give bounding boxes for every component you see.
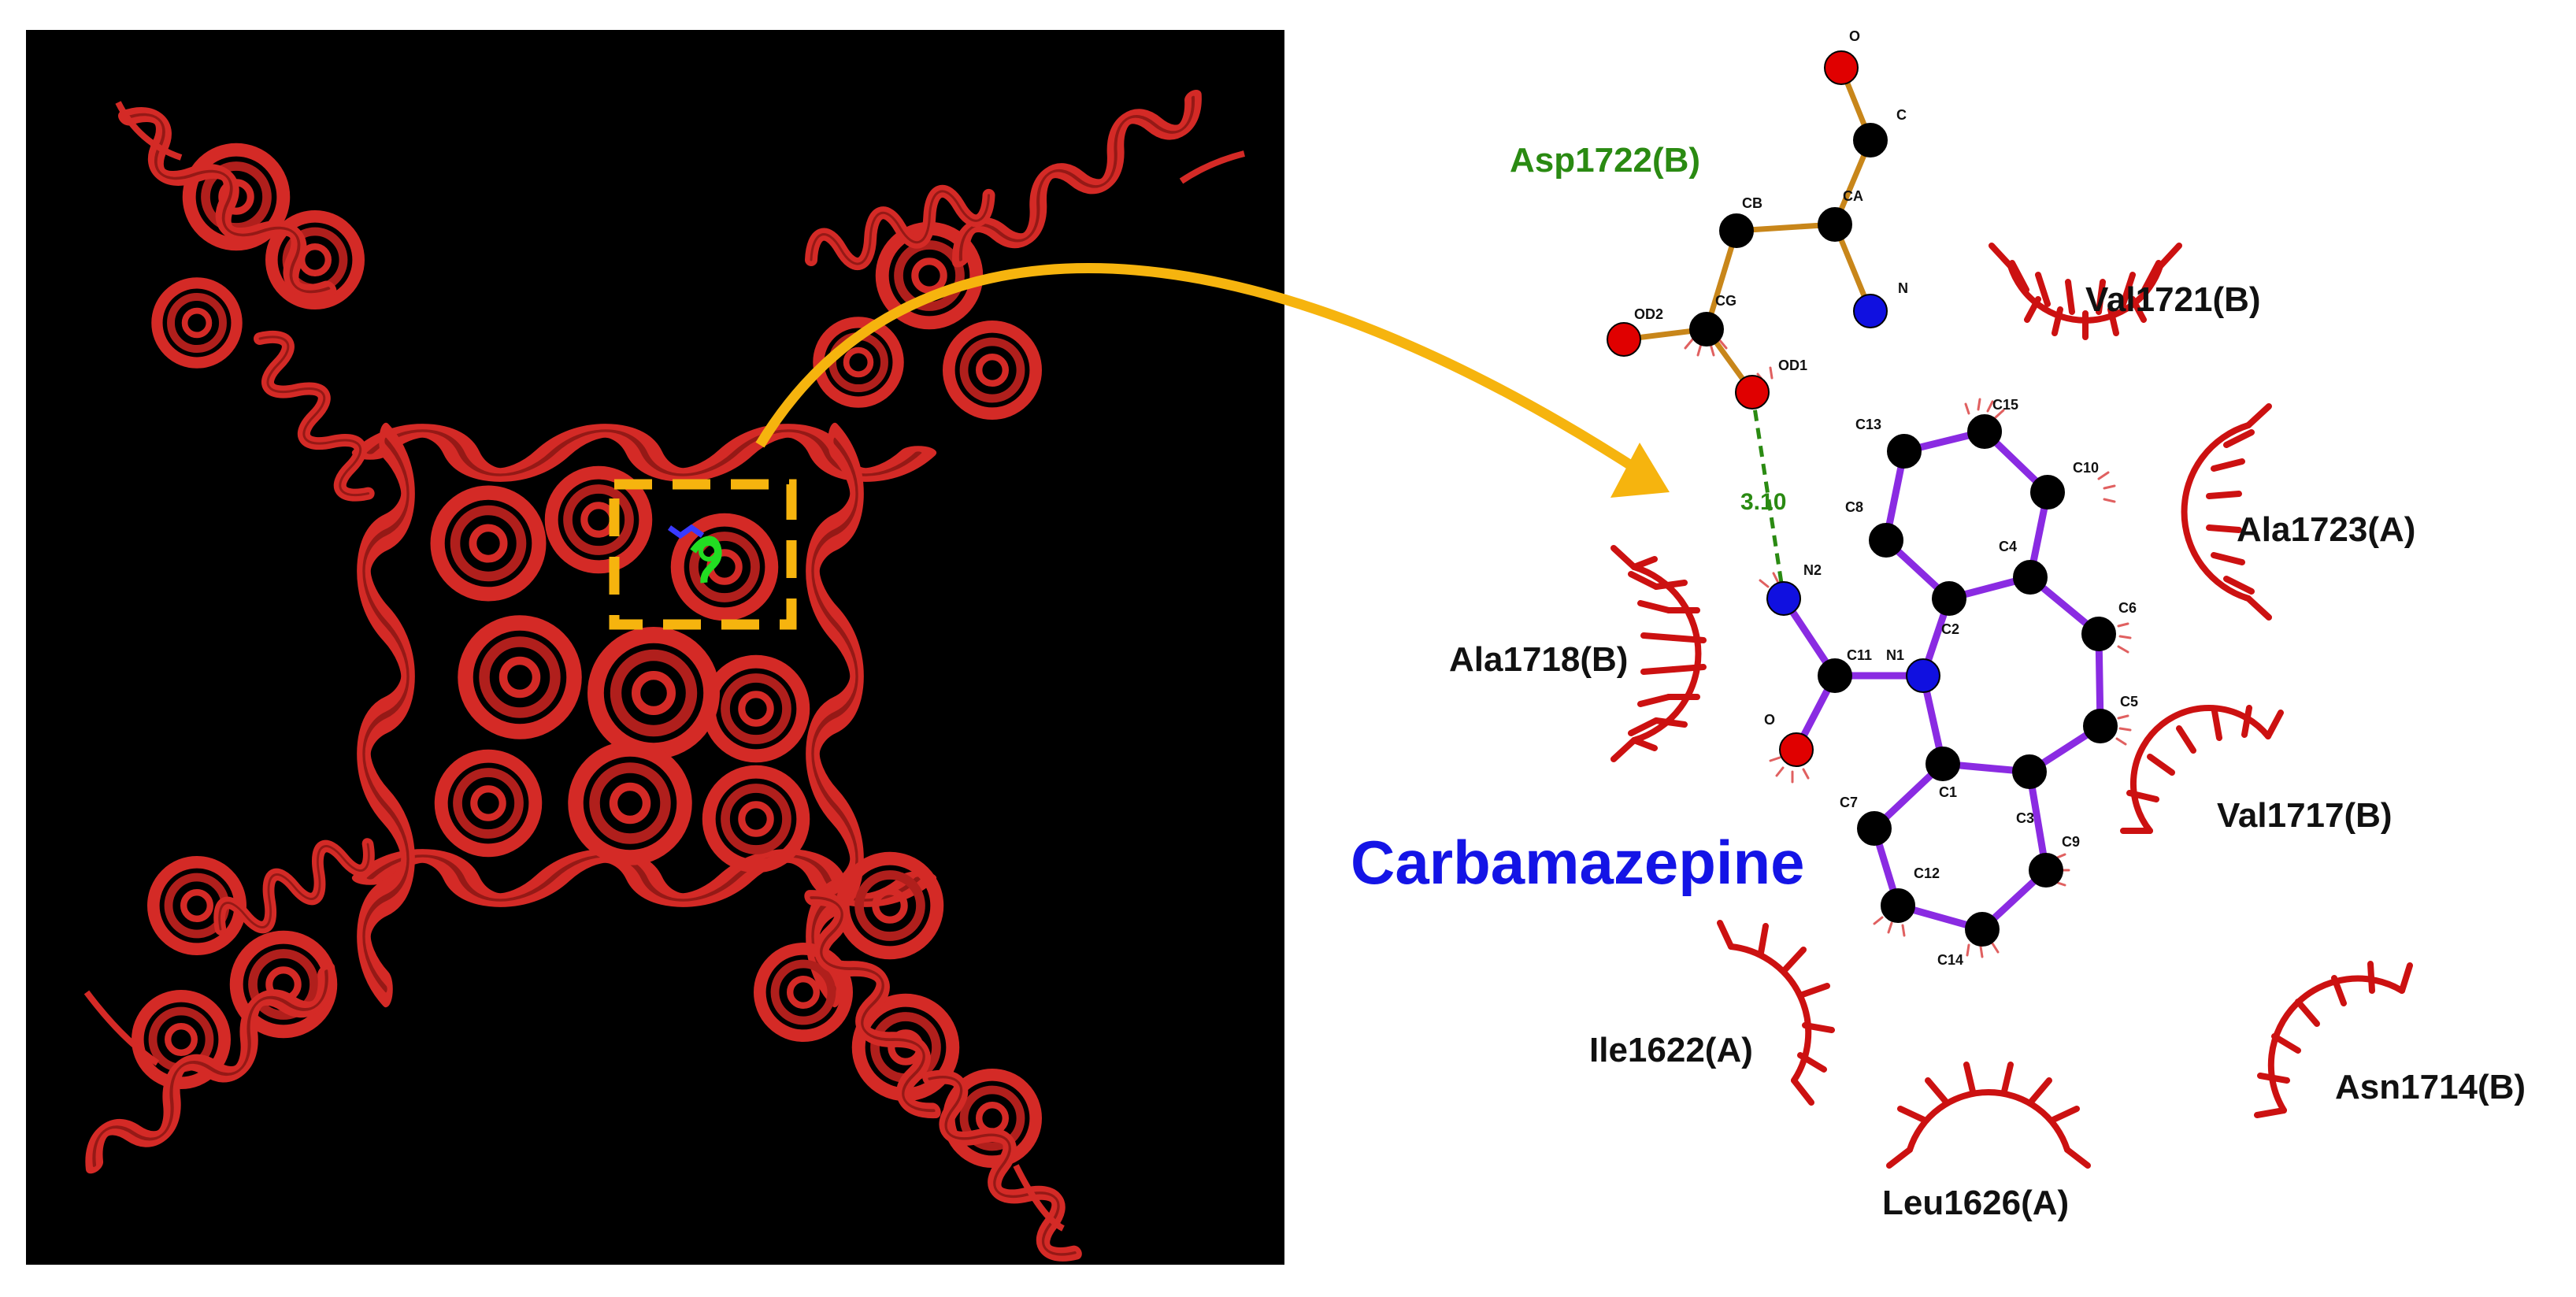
residue-label-asp1722: Asp1722(B) xyxy=(1510,141,1700,180)
atom-c15 xyxy=(1967,414,2002,449)
atom-label: C8 xyxy=(1845,499,1863,515)
atom-label: CA xyxy=(1843,188,1863,204)
atom-n2 xyxy=(1766,581,1801,616)
atom-label: C11 xyxy=(1847,647,1872,663)
atom-label: CB xyxy=(1742,195,1762,211)
atom-c14 xyxy=(1965,912,2000,947)
atom-c6 xyxy=(2081,617,2116,651)
atom-c13 xyxy=(1887,434,1922,469)
residue-label-asn1714: Asn1714(B) xyxy=(2335,1068,2526,1106)
atom-contact-marks xyxy=(1684,337,2132,958)
atom-c4 xyxy=(2013,560,2048,595)
binding-site-highlight-box xyxy=(609,479,797,630)
residue-label-val1721: Val1721(B) xyxy=(2085,280,2261,319)
atom-label: C xyxy=(1896,107,1907,123)
residue-label-val1717: Val1717(B) xyxy=(2217,796,2393,835)
atom-c3 xyxy=(2012,754,2047,789)
hydrophobic-arc-ala1718 xyxy=(1610,545,1707,762)
atom-od2 xyxy=(1607,322,1641,357)
atom-cg xyxy=(1689,312,1724,346)
atom-label: C14 xyxy=(1937,952,1963,968)
atom-c9 xyxy=(2029,853,2063,888)
atom-label: C13 xyxy=(1855,417,1881,432)
atom-label: OD1 xyxy=(1778,358,1807,373)
callout-arrow xyxy=(755,263,1670,498)
hydrogen-bond-distance: 3.10 xyxy=(1740,489,1786,515)
residue-label-ala1718: Ala1718(B) xyxy=(1449,640,1628,679)
atom-label: CG xyxy=(1715,293,1736,309)
atom-c xyxy=(1853,123,1888,157)
atom-label: C9 xyxy=(2062,834,2080,850)
atom-c7 xyxy=(1857,811,1892,846)
atom-label: OD2 xyxy=(1634,306,1663,322)
atom-n1 xyxy=(1906,658,1940,693)
atom-label: C3 xyxy=(2016,810,2034,826)
atom-label: O xyxy=(1849,28,1860,44)
ligand-name-label: Carbamazepine xyxy=(1351,828,1805,897)
hydrophobic-arc-ile1622 xyxy=(1717,920,1835,1106)
hydrophobic-arc-val1721 xyxy=(1989,243,2182,340)
protein-structure-panel xyxy=(26,30,1284,1266)
atom-c12 xyxy=(1881,888,1915,923)
hydrophobic-arcs xyxy=(1610,243,2413,1169)
atom-o-carbonyl xyxy=(1824,50,1859,85)
atoms xyxy=(1607,50,2118,947)
atom-cb xyxy=(1719,213,1754,248)
interaction-diagram: 3.10 xyxy=(1351,28,2526,1222)
hydrophobic-arc-asn1714 xyxy=(2254,961,2413,1118)
protein-cartoon xyxy=(82,81,1245,1266)
atom-label: C5 xyxy=(2120,694,2138,710)
atom-label: C12 xyxy=(1914,865,1940,881)
residue-label-ala1723: Ala1723(A) xyxy=(2237,510,2415,549)
atom-label: C1 xyxy=(1939,784,1957,800)
residue-atom-labels: O C CA CB N CG OD2 OD1 xyxy=(1634,28,1908,373)
hydrophobic-arc-ala1723 xyxy=(2181,403,2272,621)
atom-c8 xyxy=(1869,523,1903,558)
atom-c1 xyxy=(1926,747,1960,781)
atom-label: C10 xyxy=(2073,460,2099,476)
atom-label: C2 xyxy=(1941,621,1959,637)
hydrophobic-arc-val1717 xyxy=(2120,705,2284,834)
residue-label-ile1622: Ile1622(A) xyxy=(1589,1031,1753,1069)
bound-ligand xyxy=(667,524,722,584)
atom-label: C15 xyxy=(1992,397,2018,413)
atom-c11 xyxy=(1818,658,1852,693)
atom-c2 xyxy=(1932,581,1966,616)
atom-label: C7 xyxy=(1840,795,1858,810)
atom-c5 xyxy=(2083,709,2118,743)
atom-label: N1 xyxy=(1886,647,1904,663)
hydrophobic-arc-leu1626 xyxy=(1886,1062,2091,1169)
atom-label: C6 xyxy=(2118,600,2137,616)
atom-c10 xyxy=(2030,475,2065,510)
residue-label-leu1626: Leu1626(A) xyxy=(1882,1184,2069,1222)
ligand-atom-labels: C13 C15 C10 C8 C4 N2 C2 C6 C11 N1 C5 O C… xyxy=(1764,397,2138,968)
atom-label: N2 xyxy=(1803,562,1822,578)
atom-label: N xyxy=(1898,280,1908,296)
atom-n-backbone xyxy=(1853,294,1888,328)
atom-label: C4 xyxy=(1999,539,2017,554)
hydrogen-bond-line xyxy=(1750,391,1786,599)
atom-od1 xyxy=(1735,375,1770,409)
residue-labels: Asp1722(B) Val1721(B) Ala1723(A) Ala1718… xyxy=(1449,141,2526,1222)
atom-o-ligand xyxy=(1779,732,1814,767)
atom-label: O xyxy=(1764,712,1775,728)
atom-ca xyxy=(1818,207,1852,242)
